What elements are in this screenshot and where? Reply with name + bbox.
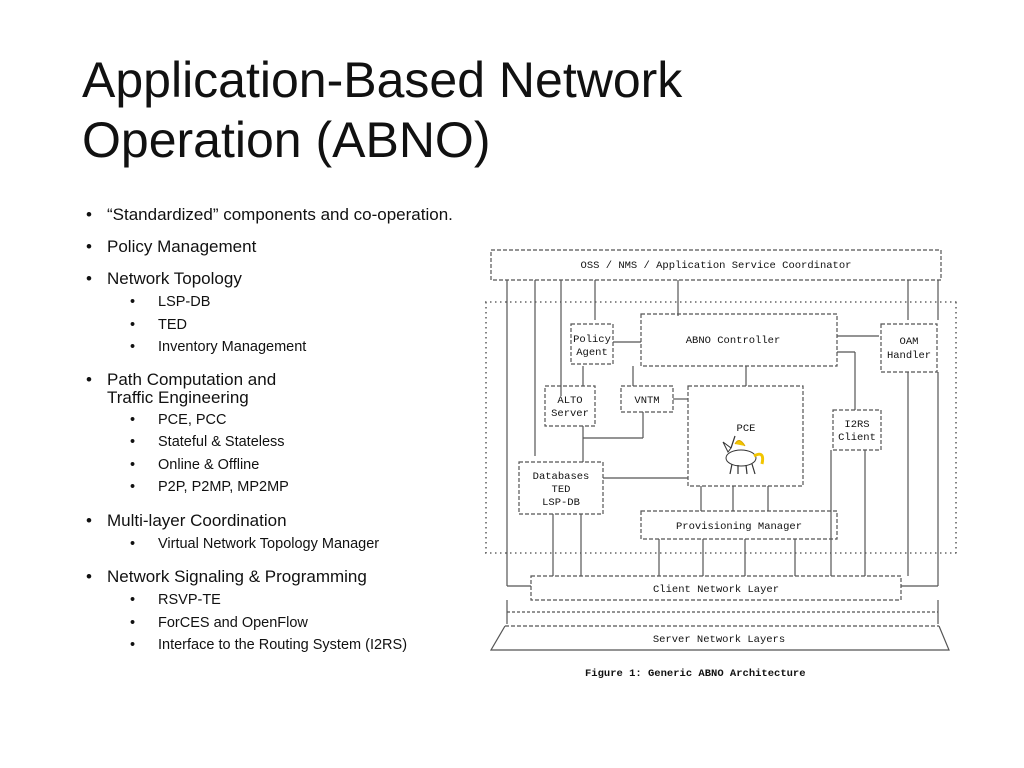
- sub-list-path-computation: PCE, PCC Stateful & Stateless Online & O…: [86, 409, 466, 499]
- sub-bullet-stateful-stateless: Stateful & Stateless: [86, 431, 466, 454]
- bullet-path-computation: Path Computation and Traffic Engineering: [86, 369, 327, 407]
- sub-list-network-signaling: RSVP-TE ForCES and OpenFlow Interface to…: [86, 589, 466, 657]
- bullet-network-topology: Network Topology: [86, 269, 466, 289]
- sub-bullet-vntm: Virtual Network Topology Manager: [86, 533, 466, 556]
- sub-bullet-ted: TED: [86, 314, 466, 337]
- bullet-network-signaling: Network Signaling & Programming: [86, 567, 466, 587]
- abno-controller-box: [640, 313, 838, 367]
- abno-architecture-diagram: OSS / NMS / Application Service Coordina…: [483, 246, 961, 658]
- sub-bullet-online-offline: Online & Offline: [86, 454, 466, 477]
- alto-server-label-2: Server: [551, 408, 589, 420]
- sub-bullet-i2rs: Interface to the Routing System (I2RS): [86, 634, 466, 657]
- oam-handler-box: [880, 323, 938, 373]
- alto-server-box: [544, 385, 596, 427]
- i2rs-client-label-2: Client: [838, 432, 876, 444]
- slide-title: Application-Based Network Operation (ABN…: [82, 50, 982, 170]
- bullet-standardized: “Standardized” components and co-operati…: [86, 205, 466, 225]
- bullet-path-computation-line-1: Path Computation and: [107, 369, 277, 389]
- sub-bullet-forces-openflow: ForCES and OpenFlow: [86, 612, 466, 635]
- sub-list-multi-layer: Virtual Network Topology Manager: [86, 533, 466, 556]
- slide-title-line-1: Application-Based Network: [82, 52, 683, 108]
- pce-box: [687, 385, 804, 487]
- databases-box: [518, 461, 604, 515]
- i2rs-client-label-1: I2RS: [844, 419, 869, 431]
- diagram-caption: Figure 1: Generic ABNO Architecture: [585, 668, 806, 680]
- bullet-multi-layer: Multi-layer Coordination: [86, 511, 466, 531]
- provisioning-manager-label: Provisioning Manager: [676, 521, 802, 533]
- alto-server-label-1: ALTO: [557, 395, 582, 407]
- oss-box: [490, 249, 942, 281]
- server-network-layers-label: Server Network Layers: [653, 634, 785, 646]
- sub-bullet-inventory-management: Inventory Management: [86, 336, 466, 359]
- i2rs-client-box: [832, 409, 882, 451]
- unicorn-icon: [722, 435, 765, 475]
- sub-list-network-topology: LSP-DB TED Inventory Management: [86, 291, 466, 359]
- sub-bullet-lsp-db: LSP-DB: [86, 291, 466, 314]
- provisioning-manager-box: [640, 510, 838, 540]
- bullet-list: “Standardized” components and co-operati…: [86, 205, 466, 657]
- vntm-box: [620, 385, 674, 413]
- client-network-layer-label: Client Network Layer: [653, 584, 779, 596]
- sub-bullet-rsvp-te: RSVP-TE: [86, 589, 466, 612]
- vntm-label: VNTM: [634, 395, 659, 407]
- policy-agent-label-2: Agent: [576, 347, 608, 359]
- oam-handler-label-1: OAM: [900, 336, 919, 348]
- abno-controller-label: ABNO Controller: [686, 335, 781, 347]
- pce-label: PCE: [737, 423, 756, 435]
- databases-label-1: Databases: [533, 471, 590, 483]
- sub-bullet-pce-pcc: PCE, PCC: [86, 409, 466, 432]
- policy-agent-box: [570, 323, 614, 365]
- bullet-path-computation-line-2: Traffic Engineering: [107, 387, 249, 407]
- abno-diagram-svg: OSS / NMS / Application Service Coordina…: [485, 249, 959, 651]
- client-network-layer-box: [530, 575, 902, 601]
- slide-title-line-2: Operation (ABNO): [82, 112, 491, 168]
- databases-label-2: TED: [552, 484, 571, 496]
- databases-label-3: LSP-DB: [542, 497, 580, 509]
- server-network-layers-outline: [489, 625, 950, 651]
- sub-bullet-p2p: P2P, P2MP, MP2MP: [86, 476, 466, 499]
- oam-handler-label-2: Handler: [887, 350, 931, 362]
- oss-label: OSS / NMS / Application Service Coordina…: [581, 260, 852, 272]
- bullet-policy-management: Policy Management: [86, 237, 466, 257]
- policy-agent-label-1: Policy: [573, 334, 611, 346]
